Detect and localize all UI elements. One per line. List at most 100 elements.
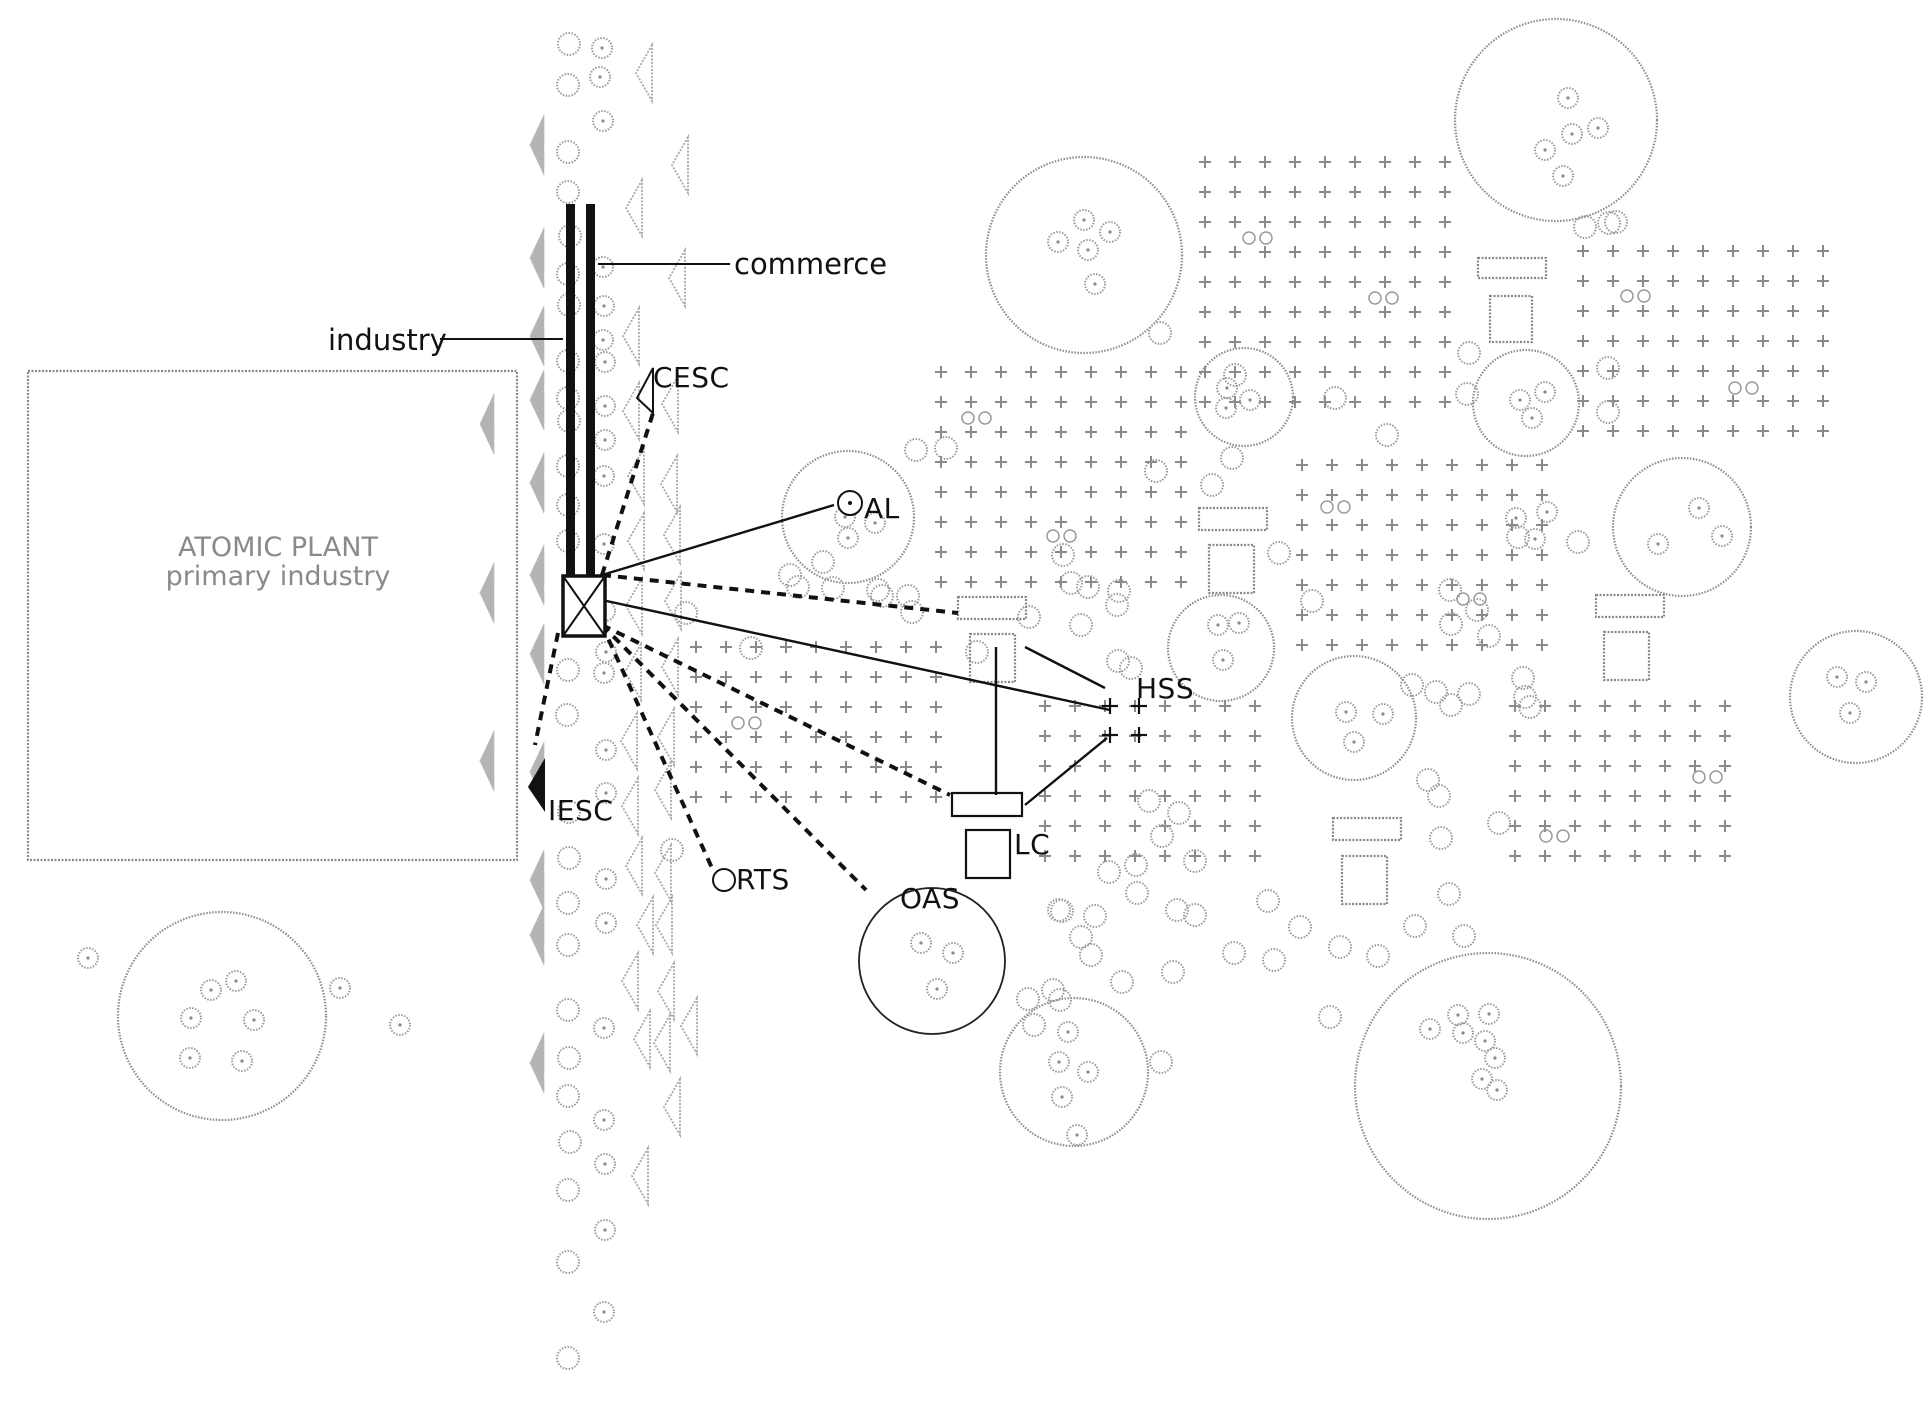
small-circle [1097,860,1121,884]
dwelling-circle [1048,1051,1070,1073]
dwelling-dot [604,650,608,654]
dwelling-circle [1826,666,1848,688]
industry-triangle [529,623,545,685]
industry-triangle [529,114,545,176]
small-circle [778,563,802,587]
tiny-circle [1063,529,1077,543]
rts-marker-icon [712,868,736,892]
dwelling-dot [603,438,607,442]
neighbourhood-ring [116,910,328,1122]
dwelling-dot [935,987,939,991]
dwelling-dot [602,304,606,308]
small-circle [1079,943,1103,967]
dwelling-dot [1075,1133,1079,1137]
dwelling-circle [595,868,617,890]
commerce-triangle [623,640,642,704]
dwelling-circle [1343,731,1365,753]
small-circle [1439,693,1463,717]
dwelling-dot [1086,248,1090,252]
small-circle [556,1178,580,1202]
neighbourhood-ring [1166,593,1276,703]
dwelling-dot [1530,416,1534,420]
dwelling-dot [600,46,604,50]
dwelling-dot [338,986,342,990]
commerce-triangle [630,1144,649,1208]
tiny-circle [1337,500,1351,514]
small-circle [1511,666,1535,690]
industry-band [566,204,575,577]
small-circle [1573,215,1597,239]
small-circle [1518,695,1542,719]
dwelling-circle [1452,1022,1474,1044]
neighbourhood-ring [1788,629,1924,765]
small-circle [1017,605,1041,629]
small-circle [900,600,924,624]
dwelling-circle [1216,377,1238,399]
dwelling-dot [1108,230,1112,234]
small-circle [1149,1050,1173,1074]
dwelling-dot [1835,675,1839,679]
small-circle [1288,915,1312,939]
tiny-circle [1456,592,1470,606]
small-circle [965,640,989,664]
dwelling-circle [1419,1018,1441,1040]
small-circle [1256,889,1280,913]
tiny-circle [1242,231,1256,245]
plus-grid-north [1199,156,1451,408]
dwelling-circle [389,1014,411,1036]
industry-triangle [529,904,545,966]
dwelling-circle [1587,117,1609,139]
commerce-triangle [659,452,678,516]
small-circle [1167,801,1191,825]
dwelling-circle [1557,87,1579,109]
cesc-marker [635,367,654,416]
small-circle [1083,904,1107,928]
al-marker-icon [837,490,863,516]
dwelling-dot [1216,623,1220,627]
dwelling-dot [846,536,850,540]
dwelling-dot [1056,240,1060,244]
industry-triangle [479,562,495,624]
small-circle [1424,680,1448,704]
small-circle [739,636,763,660]
small-circle [1059,571,1083,595]
dwelling-circle [1447,1004,1469,1026]
small-circle [1438,578,1462,602]
dwelling-circle [1536,501,1558,523]
plus-grid-southeast [1509,700,1731,862]
dwelling-circle [1474,1030,1496,1052]
small-circle [1439,612,1463,636]
commerce-triangle [670,133,689,197]
dwelling-circle [180,1007,202,1029]
service-building [1340,854,1389,906]
dwelling-dot [1428,1027,1432,1031]
commerce-triangle [626,509,645,573]
atomic-plant-title: ATOMIC PLANT [178,532,378,563]
small-circle [866,578,890,602]
tiny-circle [1709,770,1723,784]
commerce-triangle [662,1075,681,1139]
dwelling-circle [329,977,351,999]
small-circle [558,1130,582,1154]
small-circle [556,140,580,164]
industry-triangle [529,544,545,606]
industry-triangle [529,369,545,431]
dwelling-circle [1486,1079,1508,1101]
commerce-triangle [660,635,679,699]
commerce-triangle [656,959,675,1023]
dwelling-circle [200,979,222,1001]
small-circle [870,584,894,608]
small-circle [1124,853,1148,877]
small-circle [1161,960,1185,984]
dwelling-circle [1839,702,1861,724]
small-circle [1150,824,1174,848]
small-circle [556,998,580,1022]
dwelling-dot [603,1162,607,1166]
dwelling-dot [602,474,606,478]
dwelling-circle [1534,139,1556,161]
small-circle [557,32,581,56]
dwelling-dot [604,877,608,881]
neighbourhood-ring [1290,654,1418,782]
small-circle [811,550,835,574]
small-circle [1105,593,1129,617]
